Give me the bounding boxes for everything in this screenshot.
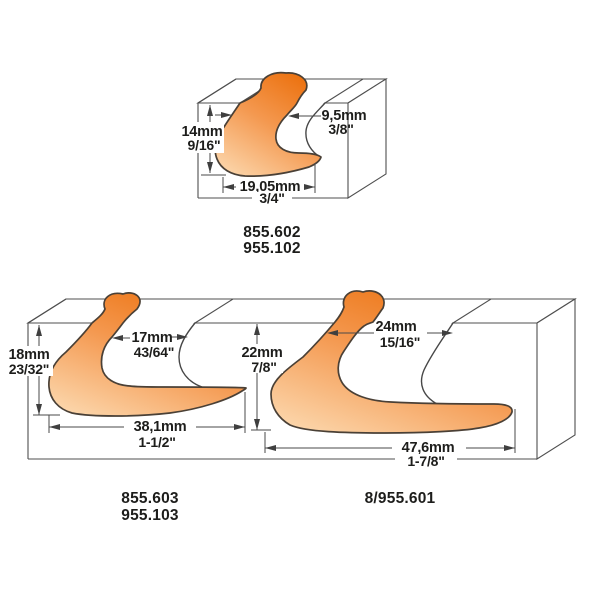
- bl-height-in-label: 23/32": [9, 361, 49, 377]
- bl-opening-mm-label: 17mm: [131, 330, 172, 346]
- top-bit-profile-shape: [214, 71, 322, 177]
- top-block-left-diagonal-edge: [197, 78, 237, 104]
- bl-part-number-1: 855.603: [121, 490, 179, 507]
- arrow-right-icon: [504, 445, 515, 451]
- bl-width-in-label: 1-1/2": [138, 434, 175, 450]
- bl-width-mm-label: 38,1mm: [134, 419, 187, 435]
- top-opening-mm-label: 9,5mm: [322, 108, 367, 124]
- bl-part-number-2: 955.103: [121, 507, 179, 524]
- br-part-number-1: 8/955.601: [365, 490, 436, 507]
- top-part-number-1: 855.602: [243, 224, 300, 241]
- arrow-down-icon: [207, 162, 213, 173]
- br-height-in-label: 7/8": [251, 359, 276, 375]
- board-side-face: [536, 298, 576, 460]
- bottom-right-bit-profile-shape: [270, 290, 513, 434]
- arrow-right-icon: [304, 184, 315, 190]
- arrow-left-icon: [265, 445, 276, 451]
- arrow-down-icon: [254, 419, 260, 430]
- arrow-left-icon: [288, 113, 299, 119]
- top-height-mm-label: 14mm: [181, 124, 222, 140]
- br-opening-in-label: 15/16": [380, 334, 420, 350]
- board-left-diagonal-edge: [27, 298, 67, 324]
- top-groove-right-wall: [305, 102, 326, 158]
- arrow-right-icon: [177, 334, 188, 340]
- arrow-left-icon: [223, 184, 234, 190]
- arrow-left-icon: [49, 424, 60, 430]
- top-opening-in-label: 3/8": [328, 121, 353, 137]
- right-groove-right-wall: [420, 322, 454, 405]
- br-width-mm-label: 47,6mm: [402, 440, 455, 456]
- arrow-up-icon: [254, 324, 260, 335]
- arrow-down-icon: [36, 404, 42, 415]
- br-opening-mm-label: 24mm: [375, 319, 416, 335]
- br-width-in-label: 1-7/8": [407, 453, 444, 469]
- arrow-right-icon: [221, 112, 232, 118]
- bl-height-mm-label: 18mm: [8, 347, 49, 363]
- arrow-right-icon: [234, 424, 245, 430]
- br-height-mm-label: 22mm: [241, 345, 282, 361]
- arrow-left-icon: [327, 330, 338, 336]
- top-bit-diagram: 14mm 9/16" 9,5mm 3/8" 19,05mm 3/4" 855.6…: [180, 71, 388, 257]
- bl-opening-in-label: 43/64": [134, 344, 174, 360]
- arrow-up-icon: [207, 105, 213, 116]
- arrow-up-icon: [36, 325, 42, 336]
- top-height-in-label: 9/16": [188, 137, 221, 153]
- top-width-in-label: 3/4": [259, 190, 284, 206]
- top-width-mm-label: 19,05mm: [240, 179, 301, 195]
- arrow-left-icon: [112, 335, 123, 341]
- bottom-board-diagram: 18mm 23/32" 17mm 43/64" 38,1mm 1-1/2" 22…: [5, 290, 577, 524]
- top-block-side-face: [347, 78, 387, 199]
- arrow-right-icon: [442, 330, 453, 336]
- bottom-left-bit-profile-shape: [48, 292, 247, 417]
- top-part-number-2: 955.102: [243, 240, 300, 257]
